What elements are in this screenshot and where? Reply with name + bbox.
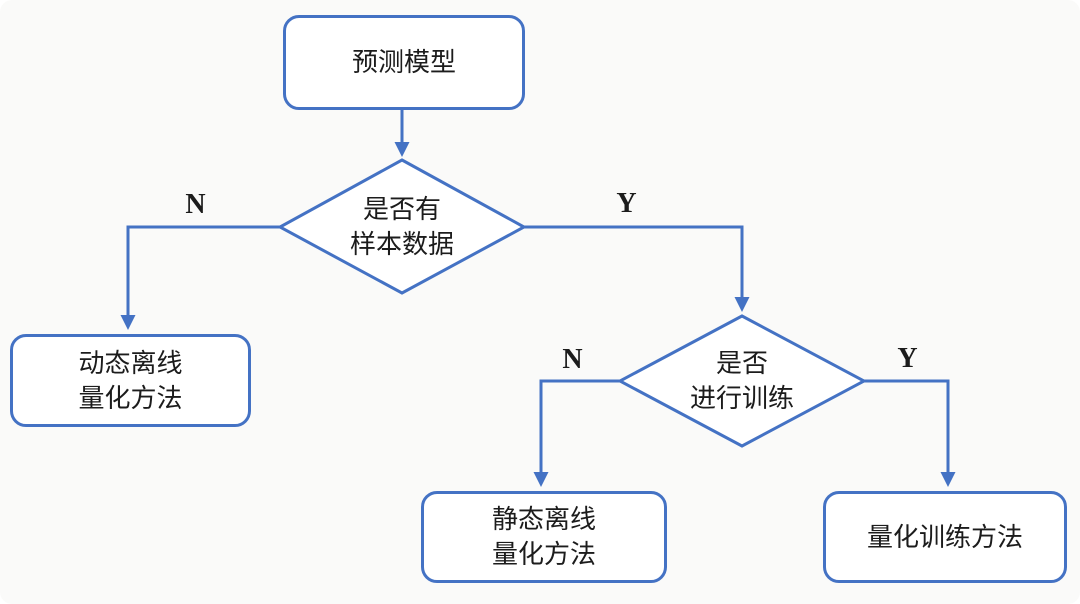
- edge-label-decision1-yes: Y: [616, 188, 638, 219]
- edge-label-decision2-no: N: [562, 344, 584, 375]
- node-dynamic-offline: 动态离线 量化方法: [10, 334, 251, 427]
- node-quant-training: 量化训练方法: [823, 491, 1067, 583]
- decision1-diamond-shape: [276, 158, 528, 295]
- edge-label-decision2-yes: Y: [897, 343, 919, 374]
- node-decision1-line2: 样本数据: [349, 230, 454, 259]
- node-static-offline-line2: 量化方法: [491, 540, 596, 569]
- node-static-offline-line1: 静态离线: [491, 505, 596, 534]
- node-decision2-line1: 是否: [715, 349, 768, 378]
- connector-decision1-yes: [524, 225, 750, 312]
- node-quant-training-label: 量化训练方法: [866, 522, 1023, 552]
- connector-decision1-no: [120, 225, 280, 330]
- node-decision2-line2: 进行训练: [689, 384, 794, 413]
- connector-decision2-no: [533, 379, 620, 487]
- node-decision1: 是否有 样本数据: [280, 191, 524, 263]
- node-decision2: 是否 进行训练: [620, 345, 864, 417]
- connector-decision2-yes: [864, 379, 956, 487]
- node-start-label: 预测模型: [351, 48, 456, 77]
- node-dynamic-offline-line1: 动态离线: [78, 348, 183, 378]
- node-decision1-line1: 是否有: [362, 195, 441, 224]
- node-static-offline: 静态离线 量化方法: [421, 491, 667, 583]
- node-start: 预测模型: [283, 15, 525, 110]
- decision2-diamond-shape: [616, 314, 868, 448]
- node-dynamic-offline-line2: 量化方法: [78, 383, 183, 413]
- edge-label-decision1-no: N: [185, 189, 207, 220]
